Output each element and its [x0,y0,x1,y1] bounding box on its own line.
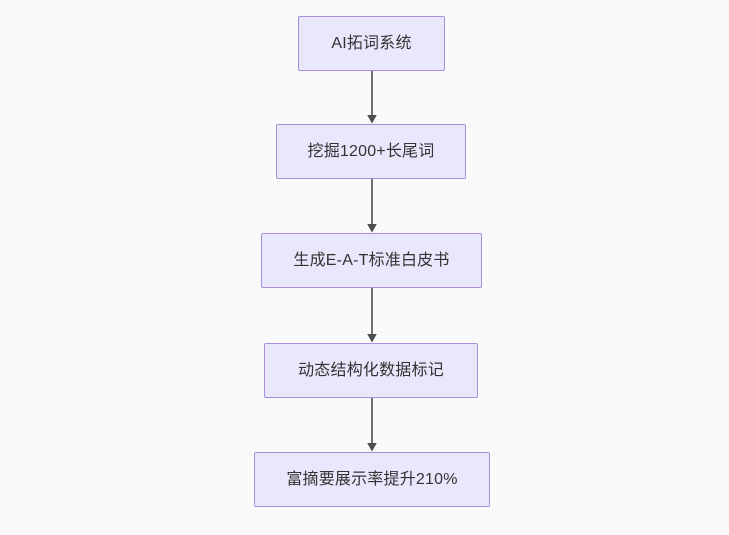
flow-node-dynamic-structured-data-markup[interactable]: 动态结构化数据标记 [264,343,478,398]
flow-edge-n1-n2 [364,71,380,124]
flow-node-mine-longtail-keywords[interactable]: 挖掘1200+长尾词 [276,124,466,179]
flow-node-label: 动态结构化数据标记 [298,361,444,379]
flow-node-rich-snippet-rate-increase[interactable]: 富摘要展示率提升210% [254,452,490,507]
flow-edge-n4-n5 [364,398,380,452]
flow-node-label: 生成E-A-T标准白皮书 [293,251,450,269]
flow-node-label: 富摘要展示率提升210% [286,470,458,488]
flow-node-label: 挖掘1200+长尾词 [307,142,435,160]
flow-edge-n3-n4 [364,288,380,343]
flow-node-generate-eat-whitepaper[interactable]: 生成E-A-T标准白皮书 [261,233,482,288]
flow-edge-n2-n3 [364,179,380,233]
flow-node-label: AI拓词系统 [331,34,412,52]
flow-node-ai-keyword-system[interactable]: AI拓词系统 [298,16,445,71]
